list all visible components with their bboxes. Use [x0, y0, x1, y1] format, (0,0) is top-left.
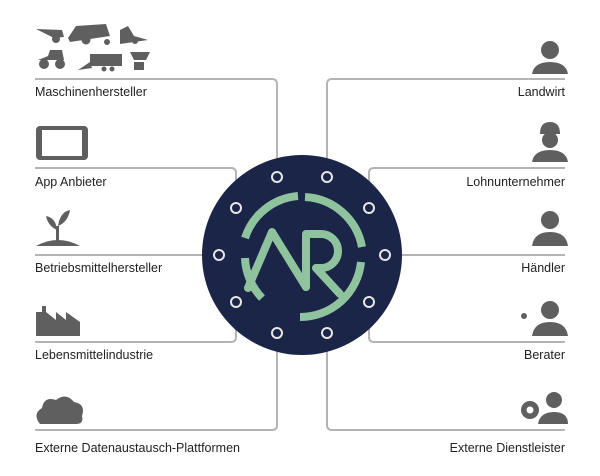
label-haendler: Händler [521, 261, 565, 275]
connector-lines [35, 78, 565, 431]
label-externe-dienstleister: Externe Dienstleister [449, 441, 565, 455]
label-lebensmittelindustrie: Lebensmittelindustrie [35, 348, 154, 362]
label-maschinenhersteller: Maschinenhersteller [35, 85, 147, 99]
connector-lohnunternehmer [368, 167, 565, 208]
factory-icon [36, 306, 80, 336]
connector-datenaustausch [35, 333, 278, 431]
connector-berater [368, 302, 565, 343]
connector-app-anbieter [35, 167, 237, 208]
label-lohnunternehmer: Lohnunternehmer [466, 175, 565, 189]
label-landwirt: Landwirt [517, 85, 565, 99]
connector-nodes [213, 171, 391, 339]
consultant-icon [521, 301, 568, 336]
label-app-anbieter: App Anbieter [35, 175, 107, 189]
farm-machinery-icon [36, 24, 150, 72]
icons [36, 24, 568, 424]
dealer-icon [532, 211, 568, 246]
cloud-icon [36, 396, 83, 424]
connector-lebensmittelindustrie [35, 302, 237, 343]
contractor-helmet-icon [532, 122, 568, 162]
connector-maschinenhersteller [35, 78, 278, 177]
seedling-icon [36, 210, 80, 246]
service-provider-gear-icon [521, 392, 568, 424]
tablet-icon [36, 126, 88, 160]
label-betriebsmittelhersteller: Betriebsmittelhersteller [35, 261, 163, 275]
label-datenaustausch-plattformen: Externe Datenaustausch-Plattformen [35, 441, 240, 455]
farmer-icon [532, 41, 568, 74]
connector-dienstleister [326, 333, 565, 431]
connector-landwirt [326, 78, 565, 177]
ar-logo [241, 192, 366, 322]
label-berater: Berater [524, 348, 565, 362]
